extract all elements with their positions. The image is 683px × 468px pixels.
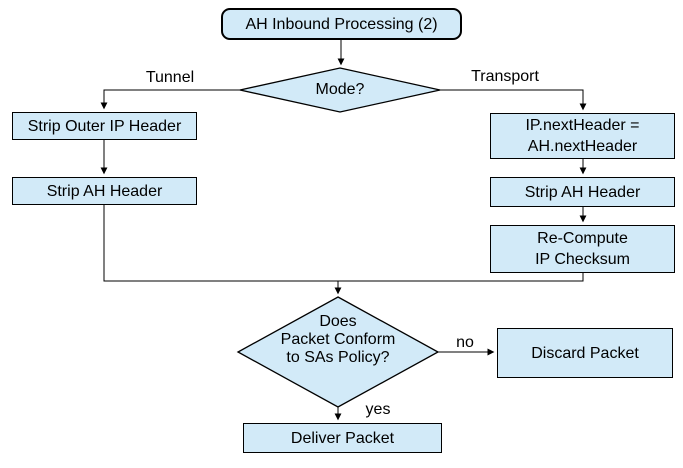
node-strip-ah-header-left: Strip AH Header: [12, 177, 197, 205]
node-discard-packet: Discard Packet: [497, 328, 673, 378]
edge-label-transport: Transport: [471, 68, 539, 85]
mode-decision-diamond: [239, 67, 441, 113]
policy-check-decision-diamond: [236, 296, 440, 408]
edge-recompute-to-junction: [338, 273, 584, 282]
node-strip-outer-ip-header: Strip Outer IP Header: [12, 112, 197, 140]
edge-label-no: no: [456, 334, 474, 351]
edge-mode-to-strip-outer-ip: [100, 89, 240, 110]
node-deliver-packet: Deliver Packet: [243, 423, 442, 453]
node-ip-next-header: IP.nextHeader = AH.nextHeader: [490, 113, 675, 159]
edge-strip-ah-left-to-junction: [103, 205, 338, 282]
edge-label-yes: yes: [365, 401, 391, 418]
edge-label-tunnel: Tunnel: [145, 69, 195, 86]
node-strip-ah-header-right: Strip AH Header: [490, 177, 675, 207]
policy-check-label: Does Packet Conform to SAs Policy?: [280, 313, 396, 366]
node-ah-inbound-processing: AH Inbound Processing (2): [221, 8, 462, 40]
edge-mode-to-ip-next-header: [440, 89, 587, 111]
mode-decision-label: Mode?: [315, 81, 365, 98]
node-recompute-ip-checksum: Re-Compute IP Checksum: [490, 225, 675, 273]
